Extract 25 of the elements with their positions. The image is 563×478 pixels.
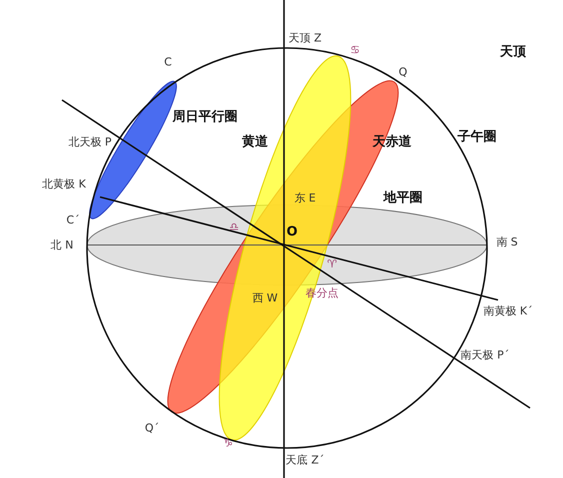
diagram-label: ♑	[223, 438, 233, 448]
diagram-label: ♈	[327, 258, 337, 270]
diagram-label: 北黄极 K	[42, 178, 86, 190]
diagram-label: 北天极 P	[68, 136, 112, 148]
diagram-label: 东 E	[294, 192, 316, 204]
diagram-label: 天顶 Z	[288, 32, 322, 44]
diagram-label: ♋	[350, 44, 360, 56]
diagram-label: 天顶	[500, 46, 526, 58]
diagram-label: 地平圈	[384, 192, 422, 204]
diagram-label: 子午圈	[458, 130, 496, 144]
diagram-label: Q	[398, 66, 408, 78]
diagram-label: 南天极 P´	[460, 350, 510, 360]
diagram-label: O	[286, 226, 298, 238]
diagram-label: 北 N	[50, 240, 74, 250]
diagram-label: ♎	[229, 222, 239, 232]
diagram-label: 天赤道	[372, 136, 412, 148]
diagram-label: 西 W	[252, 292, 278, 304]
diagram-label: 天底 Z´	[286, 454, 324, 466]
diagram-label: 黄道	[242, 136, 268, 148]
diagram-label: C	[164, 56, 172, 68]
diagram-label: C´	[66, 214, 80, 226]
diagram-label: 周日平行圈	[172, 110, 238, 124]
diagram-label: 南黄极 K´	[483, 306, 533, 316]
diagram-label: 南 S	[496, 236, 518, 248]
diagram-label: Q´	[144, 422, 160, 434]
